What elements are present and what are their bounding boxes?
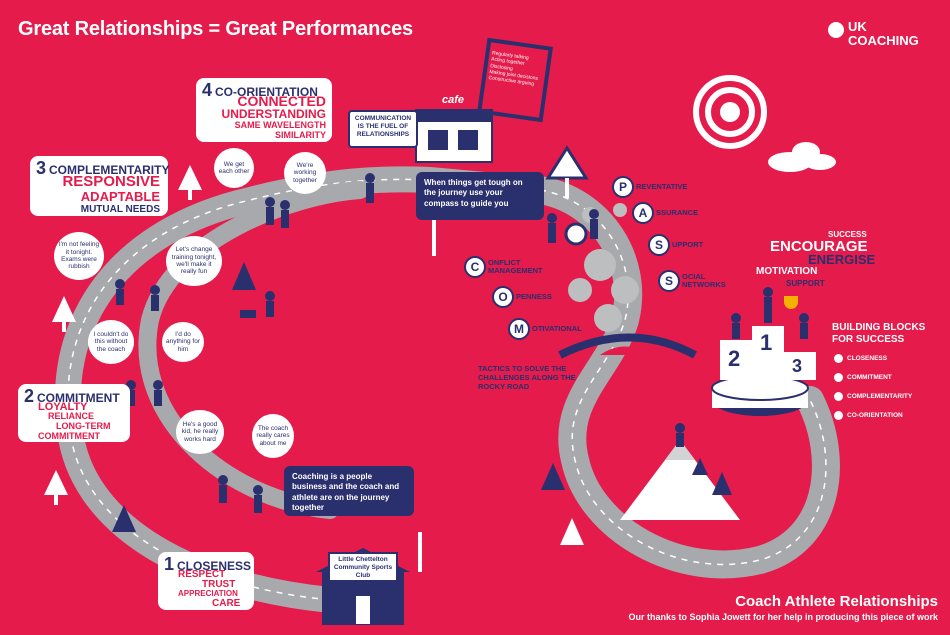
building-block-item: CLOSENESS — [834, 354, 912, 363]
stage-number: 3 — [36, 158, 47, 178]
building-blocks-list: CLOSENESS COMMITMENT COMPLEMENTARITY CO-… — [834, 354, 912, 420]
podium-word: SUPPORT — [786, 279, 825, 288]
stage-complementarity-card: 3 COMPLEMENTARITY RESPONSIVE ADAPTABLE M… — [30, 156, 170, 216]
speech-bubble: I'd do anything for him — [162, 322, 204, 362]
podium-word: ENERGISE — [808, 252, 876, 267]
trophy-icon — [834, 354, 843, 363]
communication-sign: COMMUNICATION IS THE FUEL OF RELATIONSHI… — [348, 110, 418, 148]
com-label: PENNESS — [516, 291, 552, 301]
podium-place: 1 — [760, 330, 773, 355]
coaching-sign: Coaching is a people business and the co… — [284, 466, 414, 516]
pass-letter: P — [612, 176, 634, 198]
stage-word: RESPECT — [178, 569, 226, 580]
com-letter: O — [492, 286, 514, 308]
stage-word: APPRECIATION — [178, 589, 238, 598]
com-label: ONFLICT MANAGEMENT — [488, 257, 543, 275]
trophy-icon — [834, 392, 843, 401]
compass-sign: When things get tough on the journey use… — [416, 172, 544, 220]
building-block-item: CO-ORIENTATION — [834, 411, 912, 420]
trophy-icon — [834, 411, 843, 420]
page-title: Great Relationships = Great Performances — [18, 18, 413, 40]
building-blocks-title: BUILDING BLOCKS FOR SUCCESS — [832, 322, 926, 345]
speech-bubble: We're working together — [284, 152, 326, 194]
stage-word: RELIANCE — [48, 411, 95, 421]
logo-icon — [828, 22, 844, 38]
podium-place: 3 — [792, 356, 803, 376]
trophy-icon — [834, 373, 843, 382]
stage-number: 1 — [164, 554, 175, 574]
stage-number: 2 — [24, 386, 35, 406]
speech-bubble: I couldn't do this without the coach — [88, 320, 134, 364]
cafe-sign: cafe — [442, 94, 465, 106]
speech-bubble: He's a good kid, he really works hard — [176, 410, 224, 454]
stage-word: COMMITMENT — [38, 431, 100, 441]
podium-place: 2 — [728, 346, 741, 371]
speech-bubble: Let's change training tonight, we'll mak… — [166, 236, 222, 286]
stage-word: SIMILARITY — [275, 130, 326, 140]
com-letter: C — [464, 256, 486, 278]
logo-line-2: COACHING — [848, 33, 919, 48]
com-letter: M — [508, 318, 530, 340]
pass-item: A SSURANCE — [632, 202, 698, 224]
stage-number: 4 — [202, 80, 213, 100]
stage-word: SAME WAVELENGTH — [234, 120, 326, 130]
podium-word: ENCOURAGE — [770, 238, 868, 255]
stage-word: LOYALTY — [38, 401, 88, 413]
building-block-item: COMPLEMENTARITY — [834, 392, 912, 401]
pass-label: OCIAL NETWORKS — [682, 271, 726, 289]
stage-word: MUTUAL NEEDS — [80, 204, 160, 215]
com-item: O PENNESS — [492, 286, 552, 308]
pass-letter: A — [632, 202, 654, 224]
footer-title: Coach Athlete Relationships — [735, 593, 938, 610]
podium-word: SUCCESS — [828, 230, 867, 239]
speech-bubble: The coach really cares about me — [252, 414, 294, 458]
pass-item: P REVENTATIVE — [612, 176, 687, 198]
com-item: M OTIVATIONAL — [508, 318, 582, 340]
com-item: C ONFLICT MANAGEMENT — [464, 256, 552, 278]
speech-bubble: We get each other — [214, 148, 254, 188]
pass-letter: S — [658, 270, 680, 292]
stage-heading: COMPLEMENTARITY — [49, 163, 170, 177]
pass-item: S OCIAL NETWORKS — [658, 270, 734, 292]
stage-word: CONNECTED — [237, 93, 326, 109]
stage-word: CARE — [212, 598, 241, 609]
footer-thanks: Our thanks to Sophia Jowett for her help… — [628, 612, 938, 622]
com-label: OTIVATIONAL — [532, 323, 582, 333]
stage-commitment-card: 2 COMMITMENT LOYALTY RELIANCE LONG-TERM … — [18, 384, 130, 442]
stage-heading: CLOSENESS — [177, 559, 252, 573]
building-block-item: COMMITMENT — [834, 373, 912, 382]
stage-word: TRUST — [202, 579, 236, 590]
speech-bubble: I'm not feeling it tonight. Exams were r… — [54, 232, 104, 280]
podium-word: MOTIVATION — [756, 266, 818, 277]
stage-word: ADAPTABLE — [80, 189, 160, 204]
stage-heading: COMMITMENT — [37, 391, 120, 405]
stage-closeness-card: 1 CLOSENESS RESPECT TRUST APPRECIATION C… — [158, 552, 254, 610]
stage-word: LONG-TERM — [56, 421, 111, 431]
pass-letter: S — [648, 234, 670, 256]
stage-co-orientation-card: 4 CO-ORIENTATION CONNECTED UNDERSTANDING… — [196, 78, 332, 142]
club-sign: Little Chettelton Community Sports Club — [328, 552, 398, 582]
pass-label: UPPORT — [672, 239, 704, 249]
pass-label: SSURANCE — [656, 207, 699, 217]
stage-word: UNDERSTANDING — [221, 107, 326, 121]
stage-heading: CO-ORIENTATION — [215, 85, 318, 99]
pass-label: REVENTATIVE — [636, 181, 688, 191]
stage-word: RESPONSIVE — [62, 173, 160, 190]
tactics-label: TACTICS TO SOLVE THE CHALLENGES ALONG TH… — [478, 364, 576, 391]
logo-line-1: UK — [848, 19, 867, 34]
pass-item: S UPPORT — [648, 234, 703, 256]
